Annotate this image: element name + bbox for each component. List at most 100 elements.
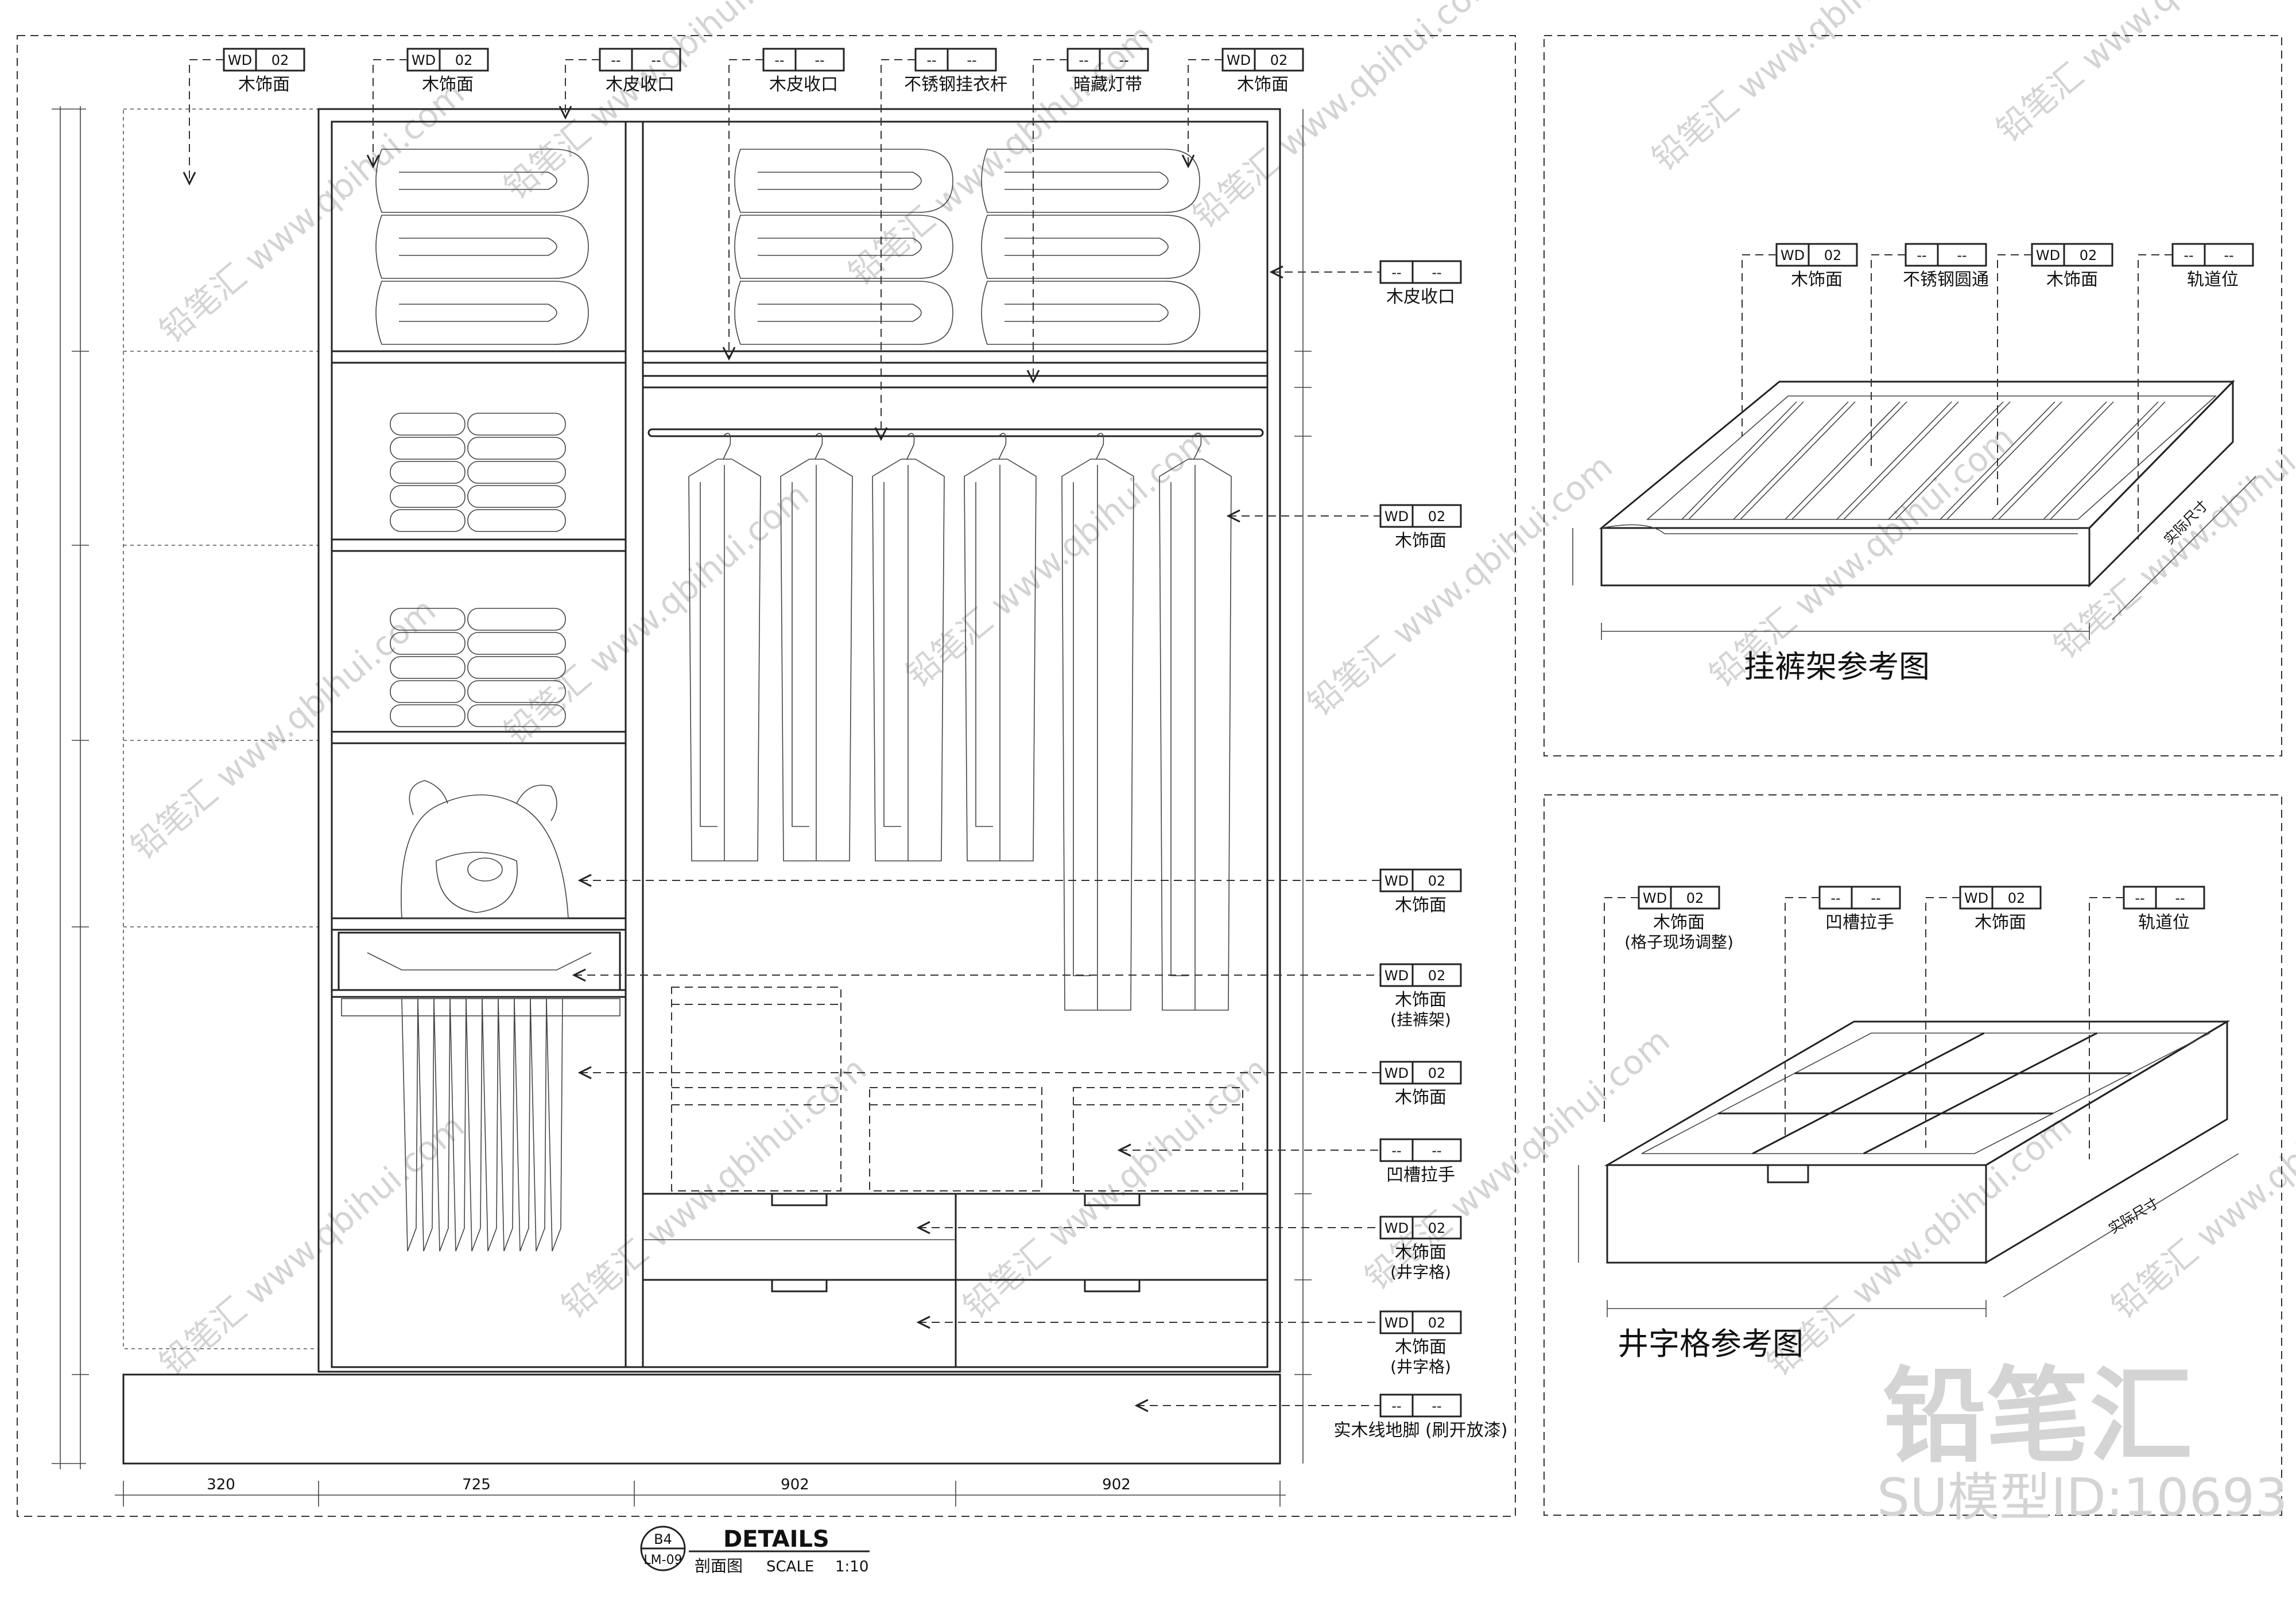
top-tag-7-label: 木饰面 — [1237, 75, 1289, 95]
pants-tag-1-num: 02 — [1824, 247, 1842, 263]
details-title: DETAILS — [723, 1526, 829, 1552]
right-tag-7-num: 02 — [1428, 1220, 1446, 1236]
pants-tag-1-label: 木饰面 — [1791, 270, 1843, 290]
right-tag-1-label: 木皮收口 — [1386, 287, 1455, 307]
right-tag-7-label: 木饰面 — [1395, 1243, 1446, 1263]
watermark-text: 铅笔汇 www.qbihui.com — [1645, 0, 1964, 178]
brand-watermark: 铅笔汇 — [1883, 1357, 2193, 1477]
pants-caption: 挂裤架参考图 — [1744, 649, 1930, 685]
right-tag-7-label2: (井字格) — [1390, 1263, 1451, 1282]
top-tag-5-code: -- — [926, 52, 936, 68]
right-tag-9-code: -- — [1391, 1398, 1401, 1414]
watermark-text: 铅笔汇 www.qbihui.com — [2104, 1049, 2296, 1326]
right-tag-6: ----凹槽拉手 — [1379, 1138, 1462, 1185]
watermark-text: 铅笔汇 www.qbihui.com — [841, 16, 1161, 293]
pants-tag-4: ----轨道位 — [2171, 243, 2254, 290]
right-tag-9-label: 实木线地脚 (刷开放漆) — [1334, 1420, 1508, 1441]
storage-boxes — [671, 987, 1243, 1191]
top-tag-4-code: -- — [774, 52, 784, 68]
right-tag-5-label: 木饰面 — [1395, 1088, 1446, 1108]
light-trough — [642, 375, 1269, 389]
top-tag-2-code: WD — [412, 52, 436, 68]
grid-tag-2-label: 凹槽拉手 — [1825, 913, 1894, 933]
pants-tag-3-label: 木饰面 — [2046, 270, 2098, 290]
top-tag-6-label: 暗藏灯带 — [1073, 75, 1142, 95]
watermark-text: 铅笔汇 www.qbihui.com — [497, 475, 816, 752]
shirt-4 — [964, 433, 1037, 861]
dim-2: 725 — [462, 1476, 491, 1493]
top-tag-7-code: WD — [1227, 52, 1251, 68]
pants-tag-3-num: 02 — [2080, 247, 2097, 263]
pants-rack-frame — [1543, 35, 2282, 756]
right-tag-6-label: 凹槽拉手 — [1386, 1165, 1455, 1185]
middle-divider — [625, 121, 644, 1368]
watermark-text: 铅笔汇 www.qbihui.com — [1759, 1107, 2079, 1383]
right-tag-4-code: WD — [1384, 968, 1409, 984]
grid-tag-4-code: -- — [2135, 890, 2144, 906]
top-tag-6-code: -- — [1079, 52, 1088, 68]
pants-tag-2: ----不锈钢圆通 — [1903, 243, 1989, 290]
grid-tag-2-num: -- — [1871, 890, 1880, 906]
grid-tag-4: ----轨道位 — [2123, 886, 2205, 933]
pants-rack-section — [341, 998, 620, 1252]
right-tag-8-label2: (井字格) — [1390, 1357, 1451, 1376]
right-tag-1-code: -- — [1391, 265, 1401, 281]
grid-tag-1-code: WD — [1643, 890, 1667, 906]
pants-tag-4-label: 轨道位 — [2187, 270, 2239, 290]
pants-tag-1-code: WD — [1781, 247, 1805, 263]
dim-4: 902 — [1102, 1476, 1131, 1493]
grid-tag-1-label: 木饰面 — [1653, 913, 1705, 933]
title-block: B4 LM-09 DETAILS 剖面图 SCALE 1:10 — [640, 1526, 870, 1575]
right-tag-3-num: 02 — [1428, 873, 1446, 889]
grid-tag-4-label: 轨道位 — [2138, 913, 2190, 933]
watermark-text: 铅笔汇 www.qbihui.com — [956, 1049, 1275, 1326]
top-tag-4-num: -- — [815, 52, 824, 68]
right-tag-2-num: 02 — [1428, 509, 1446, 525]
right-tag-2-code: WD — [1384, 509, 1409, 525]
right-tag-4-label: 木饰面 — [1395, 990, 1446, 1010]
drawers — [642, 1193, 1269, 1368]
top-tag-7: WD 02 木饰面 — [1221, 48, 1304, 95]
pants-tag-2-num: -- — [1957, 247, 1967, 263]
top-tag-1-num: 02 — [272, 52, 289, 68]
right-tag-1: ----木皮收口 — [1379, 260, 1462, 307]
shirt-6 — [1159, 433, 1232, 1011]
grid-tag-3-label: 木饰面 — [1975, 913, 2026, 933]
right-tag-5-num: 02 — [1428, 1065, 1446, 1081]
right-dimensions — [1294, 109, 1312, 1464]
bottom-dimensions: 320 725 902 902 — [115, 1476, 1286, 1507]
dim-1: 320 — [207, 1476, 235, 1493]
top-tag-3-label: 木皮收口 — [606, 75, 674, 95]
folded-clothes-stacks — [390, 413, 566, 727]
scale-value: 1:10 — [835, 1558, 868, 1575]
grid-tag-2-code: -- — [1830, 890, 1840, 906]
details-subtitle: 剖面图 — [695, 1556, 743, 1575]
watermark-text: 铅笔汇 www.qbihui.com — [898, 418, 1218, 694]
watermark-text: 铅笔汇 www.qbihui.com — [123, 590, 443, 867]
top-tag-6-num: -- — [1119, 52, 1128, 68]
top-tag-5-num: -- — [967, 52, 976, 68]
right-tag-6-code: -- — [1391, 1143, 1401, 1159]
left-shelves — [331, 350, 627, 998]
shirt-5 — [1061, 433, 1134, 1011]
pants-tag-4-num: -- — [2224, 247, 2233, 263]
right-tag-8-num: 02 — [1428, 1315, 1446, 1331]
grid-tag-1-label2: (格子现场调整) — [1624, 933, 1733, 952]
top-shelf — [642, 350, 1269, 364]
grid-tag-3-num: 02 — [2008, 890, 2026, 906]
main-frame — [17, 35, 1516, 1517]
top-tag-1-label: 木饰面 — [238, 75, 290, 95]
top-tag-7-num: 02 — [1270, 52, 1288, 68]
